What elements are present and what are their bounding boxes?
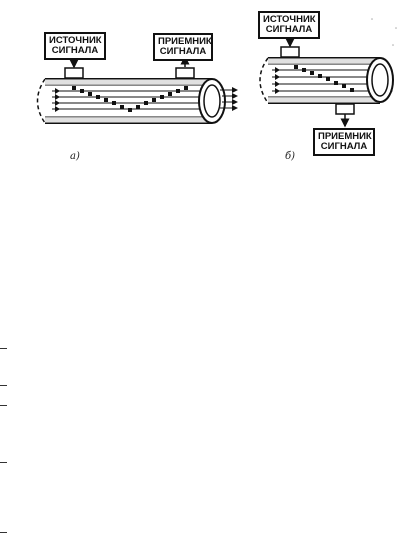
source-label-a-line1: ИСТОЧНИК <box>49 35 102 46</box>
signal-path-b <box>294 65 354 92</box>
source-label-a: ИСТОЧНИК СИГНАЛА <box>44 32 106 60</box>
flow-arrowheads-left-b <box>275 67 280 94</box>
receiver-label-a: ПРИЕМНИК СИГНАЛА <box>153 33 213 61</box>
margin-tick <box>0 385 7 386</box>
signal-receiver-b <box>335 103 355 115</box>
margin-tick <box>0 532 7 533</box>
pipe-continuation-b <box>259 57 269 104</box>
signal-path-a <box>72 86 188 112</box>
caption-a: а) <box>70 151 80 162</box>
margin-tick <box>0 462 7 463</box>
pipe-wall-bottom-fill-a <box>45 117 212 123</box>
pipe-wall-bottom-fill-b <box>268 97 380 103</box>
source-label-a-line2: СИГНАЛА <box>51 45 99 56</box>
source-label-b-line1: ИСТОЧНИК <box>263 14 316 25</box>
receiver-label-a-line1: ПРИЕМНИК <box>158 36 212 47</box>
pipe-wall-top-fill-b <box>268 58 380 64</box>
flow-lines-a <box>52 88 216 112</box>
receiver-label-b: ПРИЕМНИК СИГНАЛА <box>313 128 375 156</box>
receiver-label-b-line1: ПРИЕМНИК <box>318 131 372 142</box>
flow-arrowheads-left-a <box>55 88 60 112</box>
signal-receiver-a <box>175 67 195 79</box>
receiver-label-a-line2: СИГНАЛА <box>159 46 207 57</box>
pipe-wall-top-fill-a <box>45 79 212 85</box>
exit-arrows-a <box>220 87 238 111</box>
page-margin-marks <box>371 18 397 46</box>
signal-emitter-a <box>64 67 84 79</box>
source-label-b-line2: СИГНАЛА <box>265 24 313 35</box>
source-label-b: ИСТОЧНИК СИГНАЛА <box>258 11 320 39</box>
diagram-b <box>259 35 394 128</box>
pipe-continuation-a <box>36 78 46 124</box>
diagram-a <box>36 55 238 124</box>
pipe-end-inner-a <box>203 84 221 118</box>
caption-b: б) <box>285 151 296 162</box>
receiver-label-b-line2: СИГНАЛА <box>320 141 368 152</box>
pipe-end-inner-b <box>371 63 389 97</box>
margin-tick <box>0 405 7 406</box>
margin-tick <box>0 348 7 349</box>
signal-emitter-b <box>280 46 300 58</box>
